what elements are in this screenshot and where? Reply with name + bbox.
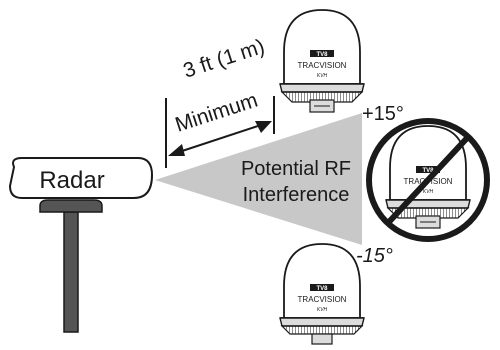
antenna-dome xyxy=(389,125,467,201)
brand-text: TRACVISION xyxy=(298,295,347,304)
radar-post xyxy=(63,211,79,333)
radar-label: Radar xyxy=(39,167,104,194)
antenna-bottom: TV8 TRACVISION KVH xyxy=(279,243,365,345)
interference-beam xyxy=(155,113,362,245)
antenna-base xyxy=(279,83,365,93)
angle-lower-label: -15° xyxy=(356,245,393,267)
maker-text: KVH xyxy=(317,307,328,313)
interference-label-line1: Potential RF xyxy=(241,158,351,180)
antenna-dome xyxy=(283,243,361,319)
badge-text: TV8 xyxy=(316,52,328,58)
badge-text: TV8 xyxy=(422,168,434,174)
interference-label-line2: Interference xyxy=(243,184,350,206)
radar-unit: Radar xyxy=(8,157,154,333)
dimension-arrow xyxy=(175,123,265,154)
base-foot xyxy=(311,333,333,345)
antenna-base xyxy=(279,317,365,327)
antenna-top: TV8 TRACVISION KVH xyxy=(279,9,365,113)
radar-housing xyxy=(8,157,154,199)
badge-text: TV8 xyxy=(316,286,328,292)
tv8-badge xyxy=(310,284,334,291)
tv8-badge xyxy=(416,166,440,173)
base-hatch xyxy=(280,91,364,103)
maker-text: KVH xyxy=(317,73,328,79)
tv8-badge xyxy=(310,50,334,57)
prohibited-icon xyxy=(366,118,490,242)
antenna-dome xyxy=(283,9,361,85)
base-hatch xyxy=(280,325,364,335)
radar-base xyxy=(39,199,103,213)
maker-text: KVH xyxy=(423,189,434,195)
antenna-base xyxy=(385,199,471,209)
arrowhead-left xyxy=(168,144,185,156)
angle-upper-label: +15° xyxy=(362,103,404,125)
arrowhead-right xyxy=(255,121,272,133)
clearance-distance-label: 3 ft (1 m) xyxy=(180,35,267,83)
brand-text: TRACVISION xyxy=(298,61,347,70)
